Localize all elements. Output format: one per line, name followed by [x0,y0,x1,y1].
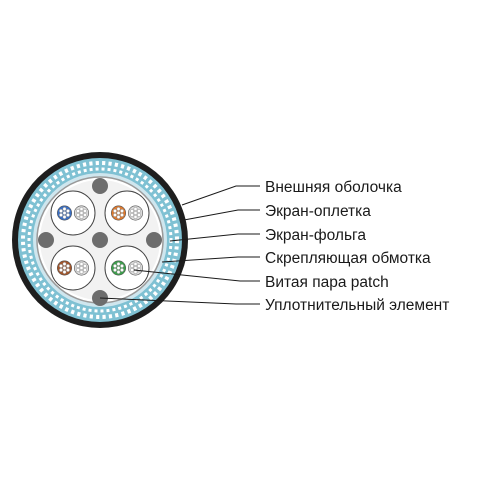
strand [116,215,121,219]
strand [66,268,70,272]
pair-sheath [104,245,150,291]
twisted-pair-blue [50,190,96,236]
strand [113,213,117,217]
strand [130,268,134,272]
strand [79,270,84,274]
strand [120,268,124,272]
strand [130,209,134,213]
strand [83,264,87,268]
strand [83,209,87,213]
strand [76,213,80,217]
strand [62,266,67,270]
strand [62,270,67,274]
leader-outer-jacket [181,185,260,206]
leader-twisted-pair [133,269,260,282]
filler-element [92,178,108,194]
leader-lines [99,185,260,305]
strand [133,215,138,219]
twisted-pair-brown [50,245,96,291]
strand [76,209,80,213]
label-twisted-pair: Витая пара patch [265,274,389,291]
strand [59,209,63,213]
strand [116,270,121,274]
leader-foil-shield [169,233,260,242]
strand [120,209,124,213]
strand [113,264,117,268]
filler-element [146,232,162,248]
strand [79,215,84,219]
pair-sheath [104,190,150,236]
strand [59,213,63,217]
leader-filler [99,297,260,305]
strand [130,213,134,217]
strand [79,211,84,215]
strand [59,268,63,272]
twisted-pairs [50,190,150,291]
strand [133,262,138,266]
pair-sheath [50,190,96,236]
strand [62,262,67,266]
label-outer-jacket: Внешняя оболочка [265,179,402,196]
cable-section [12,152,188,328]
strand [120,264,124,268]
label-binding-wrap: Скрепляющая обмотка [265,250,431,267]
strand [116,262,121,266]
strand [66,264,70,268]
leader-braid-shield [183,209,260,221]
label-foil-shield: Экран-фольга [265,227,366,244]
strand [133,266,138,270]
strand [66,209,70,213]
strand [66,213,70,217]
twisted-pair-green [104,245,150,291]
strand [133,211,138,215]
strand [79,262,84,266]
strand [137,213,141,217]
strand [59,264,63,268]
strand [137,209,141,213]
strand [76,264,80,268]
strand [133,270,138,274]
strand [76,268,80,272]
strand [62,211,67,215]
label-braid-shield: Экран-оплетка [265,203,371,220]
strand [120,213,124,217]
strand [133,207,138,211]
strand [116,207,121,211]
twisted-pair-orange [104,190,150,236]
strand [62,215,67,219]
label-filler: Уплотнительный элемент [265,297,449,314]
braid-dashes-inner [27,167,173,313]
strand [113,268,117,272]
strand [79,207,84,211]
leader-binding-wrap [161,256,260,263]
filler-element [38,232,54,248]
strand [116,211,121,215]
strand [83,213,87,217]
strand [116,266,121,270]
filler-element [92,232,108,248]
strand [113,209,117,213]
strand [137,264,141,268]
strand [62,207,67,211]
strand [83,268,87,272]
strand [79,266,84,270]
pair-sheath [50,245,96,291]
strand [130,264,134,268]
